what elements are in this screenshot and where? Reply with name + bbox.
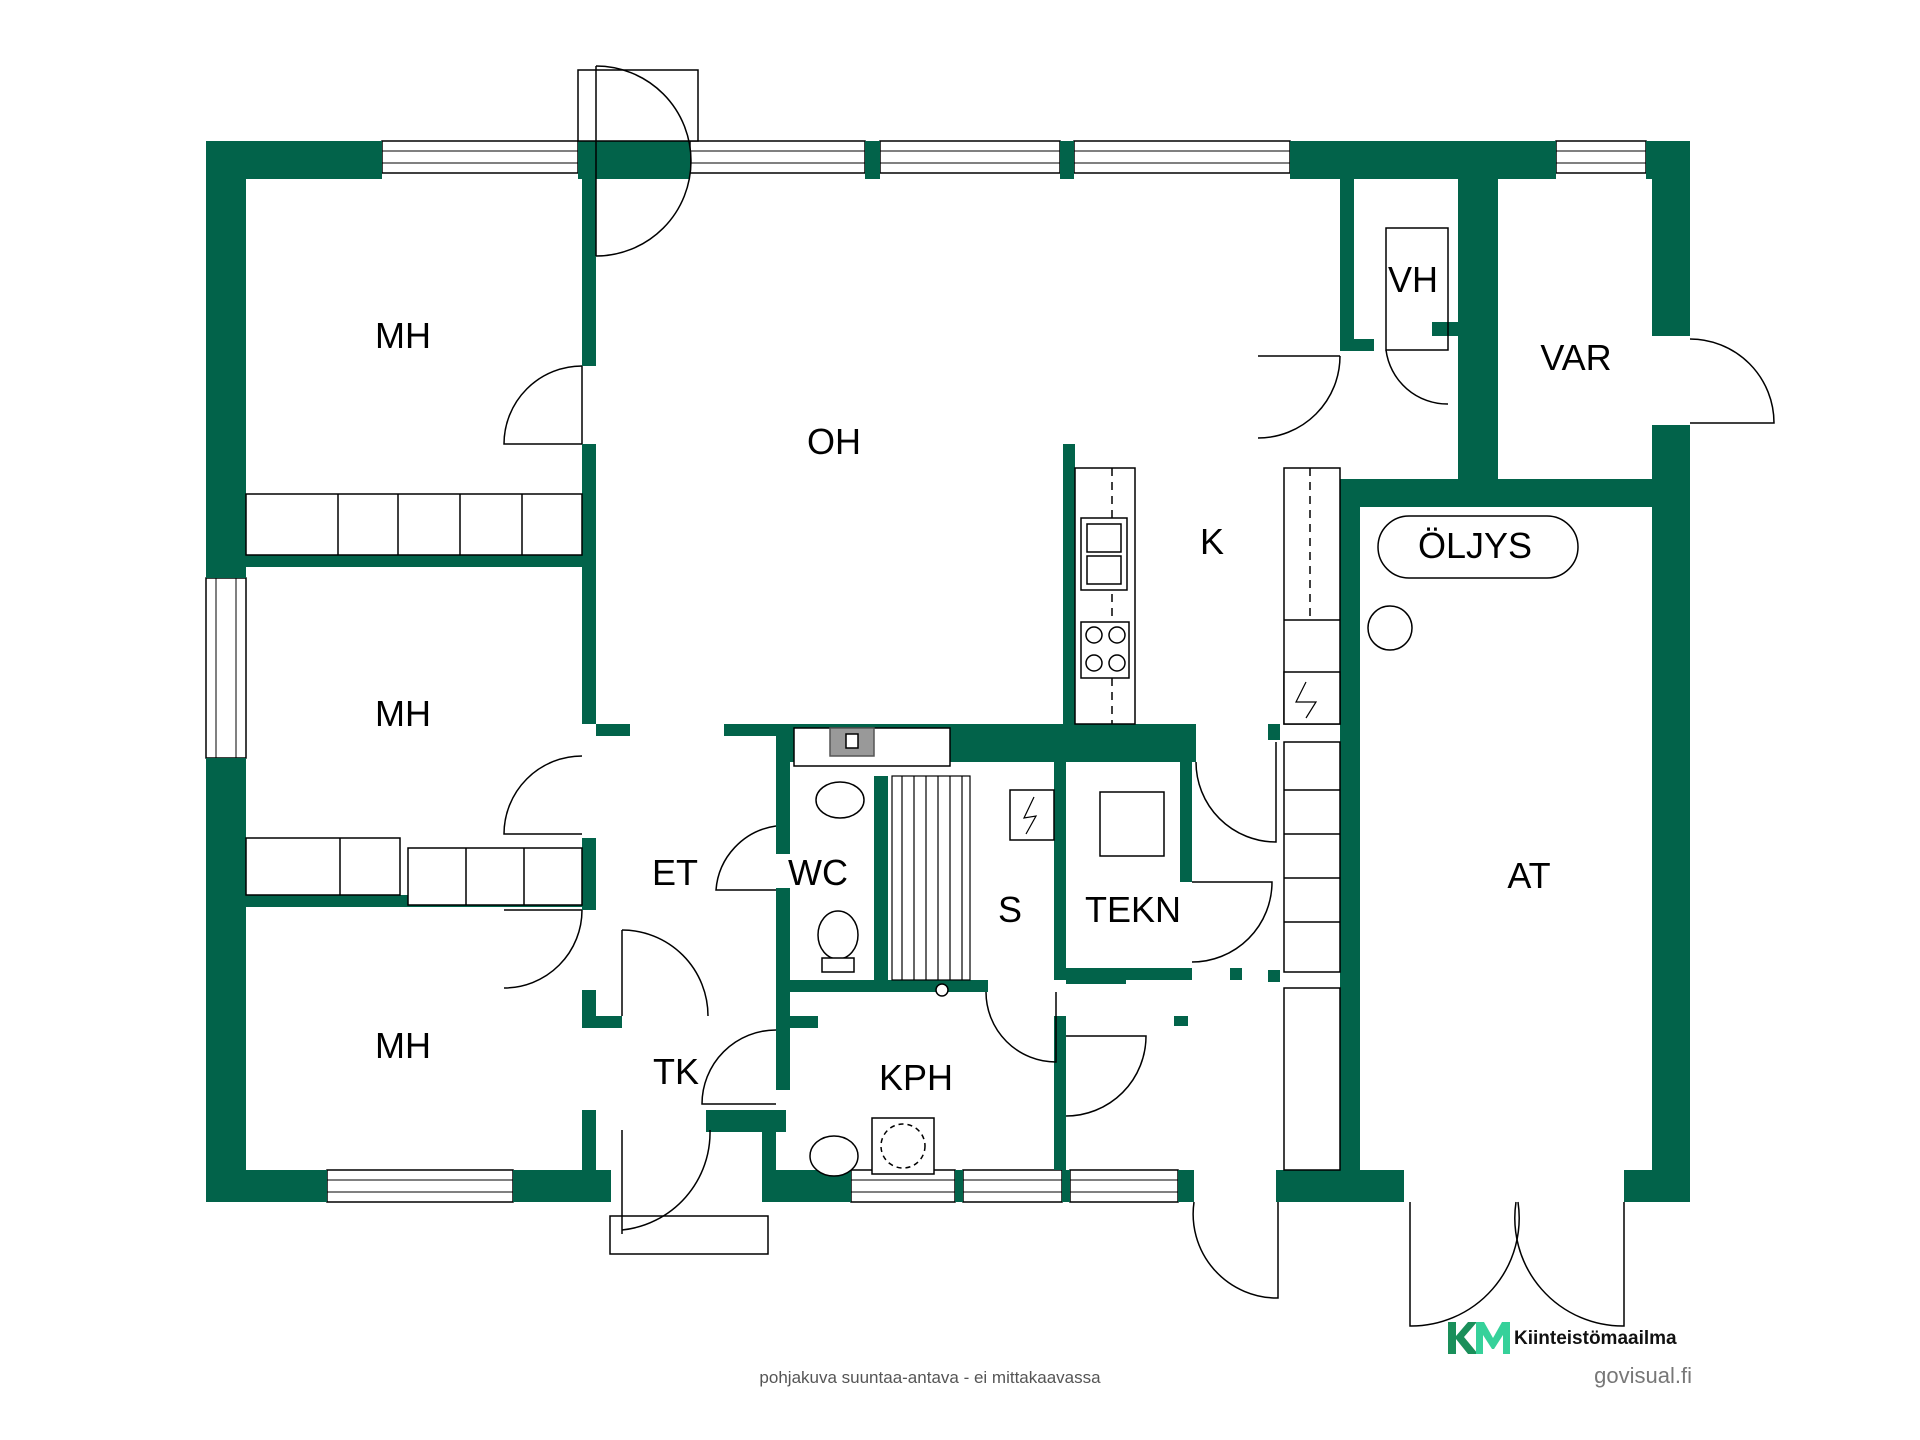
brand-logo: Kiinteistömaailma <box>1446 1318 1696 1358</box>
sauna-benches <box>891 775 971 981</box>
room-label-wc: WC <box>788 852 848 893</box>
kitchen-counter <box>1074 467 1136 725</box>
credit-text: govisual.fi <box>1594 1363 1692 1388</box>
room-label-mh-2: MH <box>375 693 431 734</box>
windows <box>205 140 1647 1203</box>
window-bottom-3 <box>962 1169 1063 1203</box>
window-bottom-1 <box>326 1169 514 1203</box>
lightning-panel-icon <box>1009 789 1055 841</box>
room-labels: MH OH VH VAR K ÖLJYS MH ET WC S TEKN AT … <box>375 259 1612 1098</box>
room-label-vh: VH <box>1388 259 1438 300</box>
lightning-panel-icon <box>1283 671 1341 725</box>
brand-name: Kiinteistömaailma <box>1514 1328 1677 1349</box>
sink-icon <box>809 1135 859 1177</box>
window-top-3 <box>879 140 1061 174</box>
window-left <box>205 577 247 759</box>
room-label-oljys: ÖLJYS <box>1418 525 1532 566</box>
fixtures <box>809 515 1579 1177</box>
sink-icon <box>815 781 865 819</box>
window-bottom-2 <box>850 1169 956 1203</box>
toilet-icon <box>817 910 859 960</box>
doors <box>503 65 1775 1327</box>
window-top-5 <box>1555 140 1647 174</box>
room-label-mh-1: MH <box>375 315 431 356</box>
interior-walls <box>246 141 1690 1202</box>
room-label-mh-3: MH <box>375 1025 431 1066</box>
window-top-2 <box>689 140 866 174</box>
fireplace <box>793 727 951 767</box>
room-label-k: K <box>1200 521 1224 562</box>
room-label-tk: TK <box>653 1051 699 1092</box>
room-label-s: S <box>998 889 1022 930</box>
disclaimer-text: pohjakuva suuntaa-antava - ei mittakaava… <box>759 1368 1101 1387</box>
room-label-kph: KPH <box>879 1057 953 1098</box>
room-label-at: AT <box>1507 855 1550 896</box>
room-label-oh: OH <box>807 421 861 462</box>
window-top-1 <box>381 140 579 174</box>
room-label-var: VAR <box>1540 337 1611 378</box>
room-label-tekn: TEKN <box>1085 889 1181 930</box>
km-logo-icon <box>1448 1322 1510 1354</box>
room-label-et: ET <box>652 852 698 893</box>
shower-icon <box>935 983 949 997</box>
sink-icon <box>1367 605 1413 651</box>
oil-tank <box>1377 515 1579 579</box>
window-bottom-4 <box>1069 1169 1179 1203</box>
window-top-4 <box>1073 140 1291 174</box>
